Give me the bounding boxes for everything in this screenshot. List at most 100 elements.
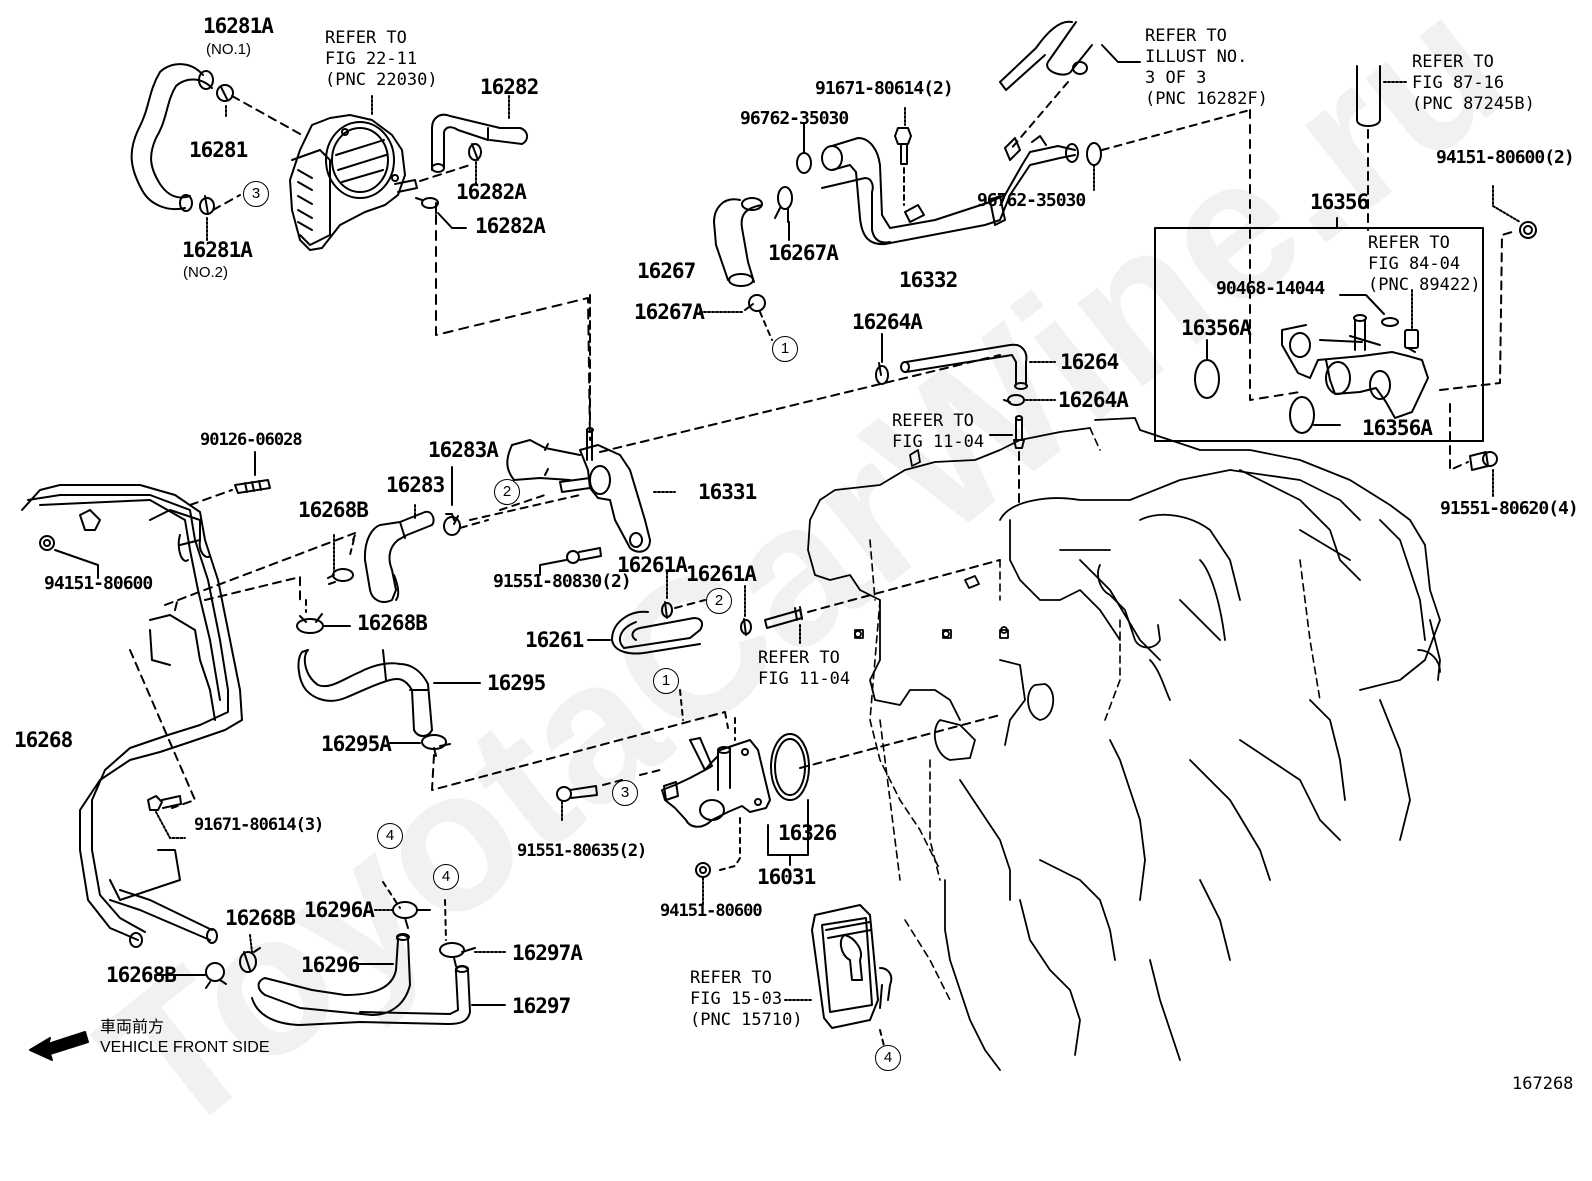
- part-label[interactable]: 16356A: [1362, 416, 1433, 440]
- part-label[interactable]: 16332: [899, 268, 958, 292]
- front-indicator-en: VEHICLE FRONT SIDE: [100, 1039, 270, 1056]
- connection-marker[interactable]: 4: [875, 1045, 901, 1071]
- part-label[interactable]: 16264: [1060, 350, 1119, 374]
- part-label[interactable]: 90468-14044: [1216, 278, 1325, 299]
- stud-90126-06028: [234, 479, 271, 494]
- clamp-16296A: [392, 901, 431, 929]
- reference-note[interactable]: REFER TO FIG 11-04: [758, 648, 851, 689]
- part-label[interactable]: 91671-80614(2): [815, 78, 954, 99]
- reference-note[interactable]: REFER TO FIG 15-03 (PNC 15710): [690, 968, 803, 1030]
- reference-note[interactable]: REFER TO ILLUST NO. 3 OF 3 (PNC 16282F): [1145, 26, 1268, 109]
- part-label[interactable]: 16281A: [182, 238, 253, 262]
- hose-16267: [713, 197, 763, 287]
- part-label[interactable]: 96762-35030: [977, 190, 1086, 211]
- part-label[interactable]: 16297: [512, 994, 571, 1018]
- part-label[interactable]: 16267A: [634, 300, 705, 324]
- connection-marker[interactable]: 1: [772, 336, 798, 362]
- connection-marker[interactable]: 2: [706, 588, 732, 614]
- connection-marker[interactable]: 2: [494, 479, 520, 505]
- clamp-16281A-no1: [216, 84, 234, 102]
- part-label[interactable]: 91551-80620(4): [1440, 498, 1579, 519]
- connection-marker[interactable]: 4: [433, 864, 459, 890]
- part-label[interactable]: 16283: [386, 473, 445, 497]
- thermostat-housing-16031: [661, 737, 771, 828]
- part-label[interactable]: 16268B: [106, 963, 177, 987]
- part-label[interactable]: 16261: [525, 628, 584, 652]
- clamp-16268B-lower: [296, 613, 324, 634]
- part-label[interactable]: 91551-80635(2): [517, 841, 647, 861]
- part-label[interactable]: 94151-80600(2): [1436, 147, 1575, 168]
- bolt-91551-80635: [556, 785, 598, 802]
- part-label[interactable]: 16267A: [768, 241, 839, 265]
- nut-94151-80600-left: [39, 535, 55, 551]
- part-label[interactable]: 16331: [698, 480, 757, 504]
- part-label[interactable]: 94151-80600: [44, 573, 153, 594]
- pipe-assembly-16268: [21, 484, 243, 948]
- clamp-16282A-lower: [415, 197, 439, 214]
- part-label[interactable]: 16326: [778, 821, 837, 845]
- part-label[interactable]: 16264A: [852, 310, 923, 334]
- part-label[interactable]: 16267: [637, 259, 696, 283]
- part-label[interactable]: 91551-80830(2): [493, 571, 632, 592]
- clamp-16268B-bottom-mid: [239, 947, 261, 973]
- part-label[interactable]: 16031: [757, 865, 816, 889]
- part-label[interactable]: 16296: [301, 953, 360, 977]
- part-label[interactable]: 16281: [189, 138, 248, 162]
- clamp-16283A: [443, 513, 461, 536]
- hose-16282F-ref: [999, 20, 1093, 91]
- part-label[interactable]: 16281A: [203, 14, 274, 38]
- part-label[interactable]: 16261A: [686, 562, 757, 586]
- part-label[interactable]: 16268B: [225, 906, 296, 930]
- engine-hidden-lines: [869, 427, 1321, 1001]
- assembly-box-16356: [1154, 227, 1484, 442]
- gasket-90468: [1381, 317, 1399, 327]
- reference-note[interactable]: REFER TO FIG 84-04 (PNC 89422): [1368, 233, 1481, 295]
- diagram-linework: [21, 20, 1537, 1071]
- connection-marker[interactable]: 1: [653, 668, 679, 694]
- part-label[interactable]: 94151-80600: [660, 901, 763, 921]
- connection-marker[interactable]: 4: [377, 823, 403, 849]
- clamp-16282A-upper: [468, 143, 482, 161]
- clamp-16264A-lower: [1003, 394, 1025, 406]
- part-label[interactable]: 16261A: [617, 553, 688, 577]
- hose-16282: [431, 113, 528, 173]
- bolt-91551-80830: [566, 547, 602, 564]
- part-label[interactable]: 16356: [1310, 190, 1369, 214]
- pipe-ref-87-16: [1356, 65, 1381, 127]
- gasket-16356A-left: [1194, 359, 1220, 399]
- part-label[interactable]: 16264A: [1058, 388, 1129, 412]
- part-label[interactable]: 16283A: [428, 438, 499, 462]
- connection-marker[interactable]: 3: [612, 780, 638, 806]
- part-label[interactable]: 16356A: [1181, 316, 1252, 340]
- clamp-16264A-upper: [875, 362, 889, 385]
- pipe-16332: [821, 135, 1079, 246]
- reference-note[interactable]: REFER TO FIG 87-16 (PNC 87245B): [1412, 52, 1535, 114]
- part-label[interactable]: 16282A: [475, 214, 546, 238]
- part-label[interactable]: 16295A: [321, 732, 392, 756]
- fitting-11-04-lower: [764, 606, 803, 629]
- part-label[interactable]: 96762-35030: [740, 108, 849, 129]
- part-label[interactable]: 16295: [487, 671, 546, 695]
- part-label[interactable]: 16297A: [512, 941, 583, 965]
- throttle-body: [289, 114, 418, 251]
- part-label[interactable]: 90126-06028: [200, 430, 303, 450]
- front-arrow-icon: [29, 1031, 89, 1061]
- reference-note[interactable]: REFER TO FIG 11-04: [892, 411, 985, 452]
- part-label[interactable]: 16268: [14, 728, 73, 752]
- connection-marker[interactable]: 3: [243, 181, 269, 207]
- clamp-16268B-upper: [327, 568, 354, 585]
- part-label[interactable]: 16268B: [357, 611, 428, 635]
- clamp-16261A-right: [740, 618, 752, 636]
- part-label[interactable]: 16296A: [304, 898, 375, 922]
- hose-16296: [257, 933, 411, 1016]
- hose-16297: [251, 965, 471, 1026]
- sensor-89422: [1404, 329, 1419, 353]
- part-label[interactable]: 16282A: [456, 180, 527, 204]
- part-label[interactable]: 91671-80614(3): [194, 815, 324, 835]
- parts-diagram: ToyotaCarWine.ru: [14, 0, 1579, 1178]
- hose-16264: [900, 343, 1028, 390]
- part-label[interactable]: 16268B: [298, 498, 369, 522]
- reference-note[interactable]: REFER TO FIG 22-11 (PNC 22030): [325, 28, 438, 90]
- part-label[interactable]: 16282: [480, 75, 539, 99]
- nut-94151-80600-right: [1519, 221, 1537, 239]
